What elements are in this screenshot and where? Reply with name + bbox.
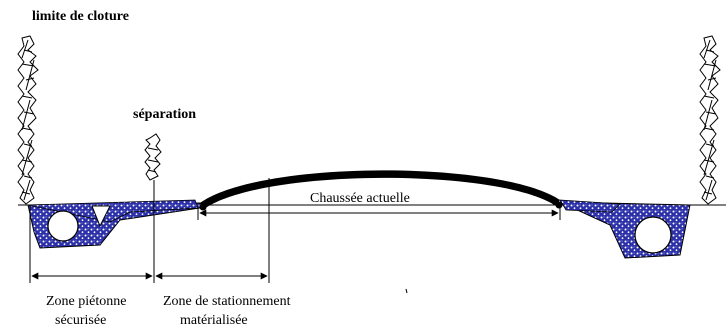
pedestrian-zone-label-line2: sécurisée xyxy=(55,313,106,328)
hedge-fence-right-icon xyxy=(699,35,721,205)
right-curb-dot xyxy=(555,201,563,209)
fence-limit-label: limite de cloture xyxy=(32,9,129,24)
parking-zone-label-line1: Zone de stationnement xyxy=(163,294,291,309)
left-curb-dot xyxy=(199,203,207,211)
current-road-label: Chaussée actuelle xyxy=(310,191,410,206)
right-sidewalk-slope xyxy=(559,199,621,213)
separation-bollard-icon xyxy=(144,133,162,181)
left-notch xyxy=(91,205,111,228)
road-surface xyxy=(200,170,560,209)
left-drain-pipe-icon xyxy=(47,210,79,242)
stray-mark xyxy=(405,288,408,294)
right-drain-pipe-icon xyxy=(634,216,672,254)
pedestrian-zone-label-line1: Zone piétonne xyxy=(46,294,126,309)
parking-zone-label-line2: matérialisée xyxy=(180,313,248,328)
hedge-fence-left-icon xyxy=(17,35,39,205)
left-sidewalk-slope xyxy=(27,199,199,223)
separation-label: séparation xyxy=(133,107,196,122)
